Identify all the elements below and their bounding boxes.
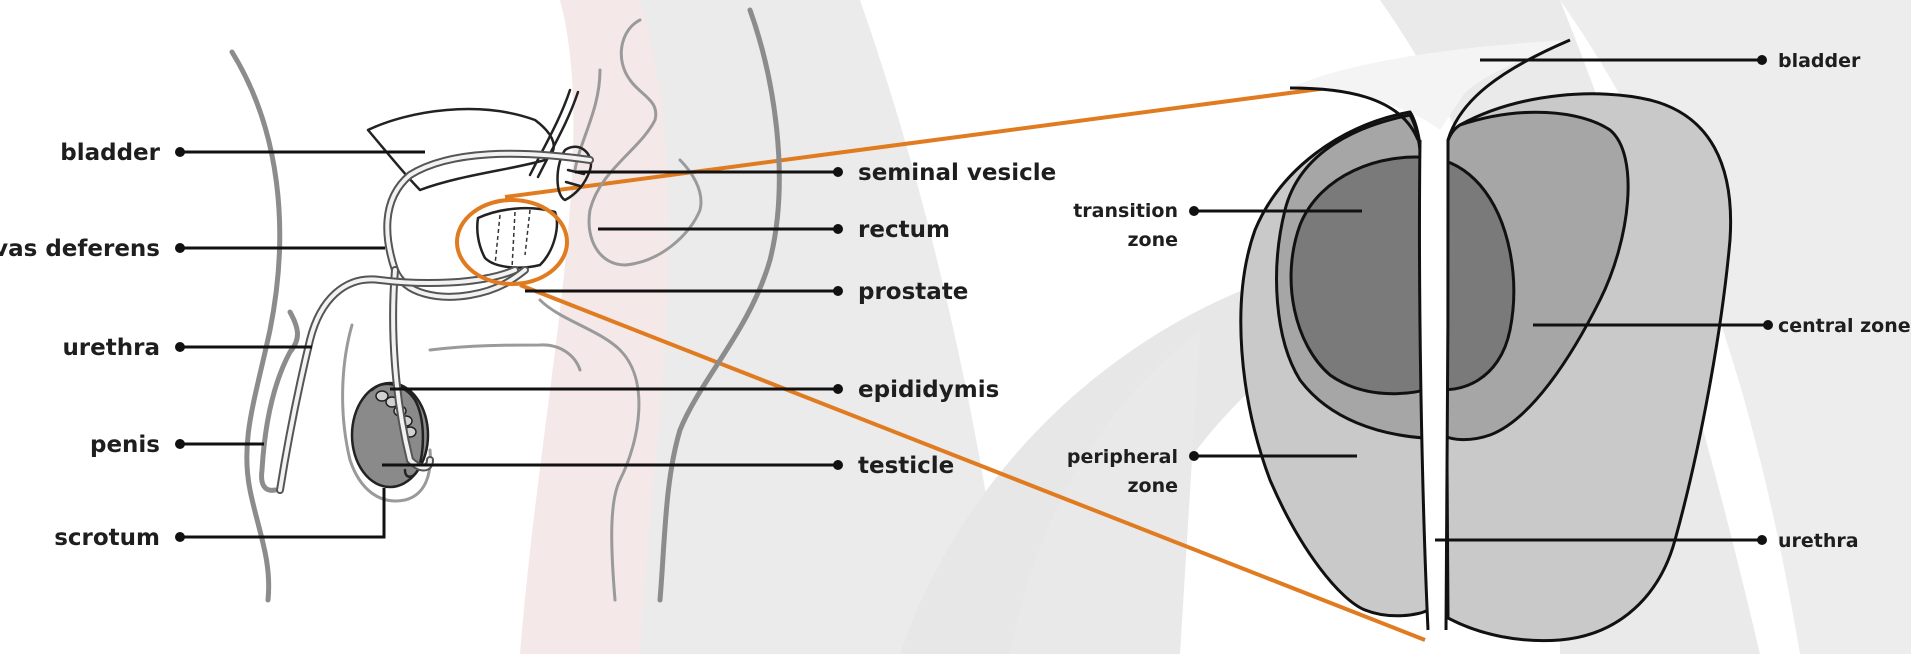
label-prostate: prostate <box>858 279 968 305</box>
label-zone-bladder: bladder <box>1778 50 1861 72</box>
label-epididymis: epididymis <box>858 377 999 403</box>
bladder-shape <box>368 109 554 190</box>
label-transition-zone-line1: transition <box>1073 200 1178 222</box>
label-peripheral-zone-line2: zone <box>1127 475 1178 497</box>
prostate-zones-diagram <box>1241 40 1731 641</box>
label-zone-urethra: urethra <box>1778 530 1859 552</box>
label-peripheral-zone-line1: peripheral <box>1067 446 1178 468</box>
label-testicle: testicle <box>858 453 954 479</box>
label-central-zone: central zone <box>1778 315 1911 337</box>
label-urethra: urethra <box>62 335 160 361</box>
label-vas-deferens: vas deferens <box>0 236 160 262</box>
transition-zone <box>1291 157 1514 394</box>
label-rectum: rectum <box>858 217 950 243</box>
label-seminal-vesicle: seminal vesicle <box>858 160 1056 186</box>
label-penis: penis <box>90 432 160 458</box>
label-transition-zone-line2: zone <box>1127 229 1178 251</box>
prostate-shape <box>477 208 557 267</box>
tubes <box>280 154 590 490</box>
label-scrotum: scrotum <box>54 525 160 551</box>
label-bladder: bladder <box>60 140 160 166</box>
